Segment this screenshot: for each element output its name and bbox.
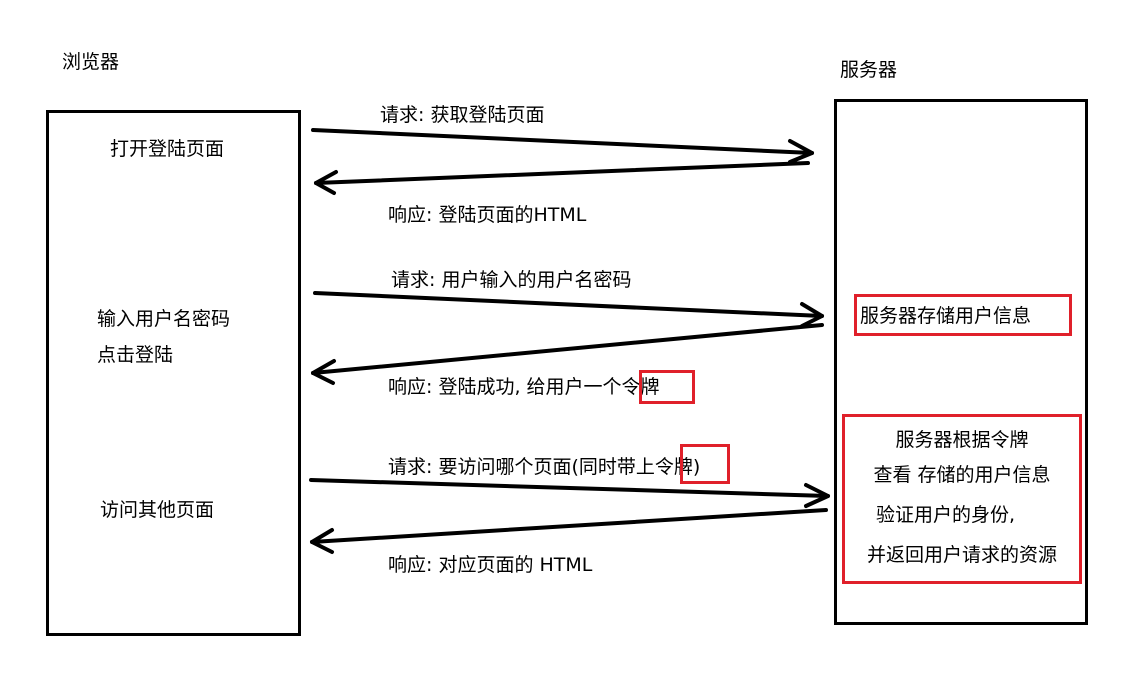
server-title: 服务器	[840, 59, 898, 81]
request-3-prefix: 请求: 要访问哪个页面(同时带上	[388, 456, 655, 478]
arrow-request-3	[309, 478, 830, 508]
server-box	[834, 99, 1088, 625]
arrow-response-1	[314, 161, 810, 195]
verify-line-3: 验证用户的身份,	[876, 504, 1016, 526]
verify-note-frame	[842, 414, 1082, 584]
arrow-response-2	[311, 323, 824, 385]
verify-line-1: 服务器根据令牌	[895, 429, 1029, 451]
response-3-label: 响应: 对应页面的 HTML	[388, 554, 593, 576]
verify-line-2: 查看 存储的用户信息	[873, 464, 1051, 486]
step-click-login: 点击登陆	[97, 344, 174, 366]
request-3-label: 请求: 要访问哪个页面(同时带上令牌)	[388, 455, 700, 479]
request-2-label: 请求: 用户输入的用户名密码	[391, 269, 632, 291]
response-2-prefix: 响应: 登陆成功, 给用户一个	[388, 376, 622, 398]
request-1-label: 请求: 获取登陆页面	[380, 104, 545, 126]
step-enter-credentials: 输入用户名密码	[97, 308, 231, 330]
arrow-request-1	[311, 128, 814, 164]
request-3-token: 令牌	[654, 456, 693, 478]
storage-note-frame	[854, 294, 1072, 336]
verify-line-4: 并返回用户请求的资源	[866, 544, 1057, 566]
token-highlight-request	[680, 444, 730, 484]
token-highlight-response	[639, 370, 695, 404]
arrow-request-2	[313, 291, 824, 328]
storage-note: 服务器存储用户信息	[860, 305, 1032, 327]
arrow-response-3	[310, 508, 828, 554]
step-open-login: 打开登陆页面	[110, 138, 225, 160]
browser-title: 浏览器	[62, 51, 120, 73]
step-visit-other: 访问其他页面	[100, 499, 215, 521]
request-3-suffix: )	[692, 456, 701, 478]
response-1-label: 响应: 登陆页面的HTML	[388, 204, 587, 226]
browser-box	[46, 110, 301, 636]
